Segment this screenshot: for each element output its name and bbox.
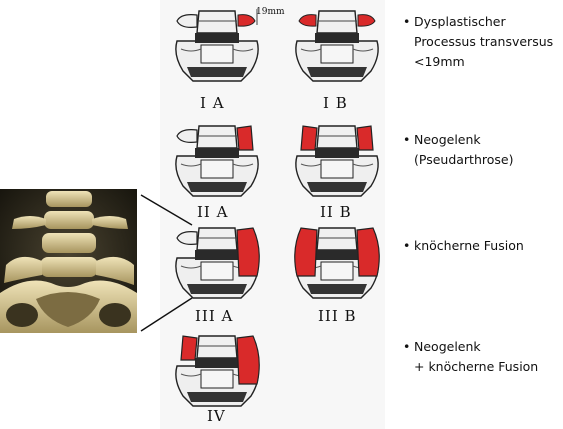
description-type-iv: • Neogelenk + knöcherne Fusion: [403, 337, 538, 377]
diagram-type-iiib: [294, 227, 380, 299]
label-type-iiia: III A: [195, 307, 233, 325]
label-type-ib: I B: [323, 94, 348, 112]
diagram-type-ia: [175, 9, 259, 82]
measurement-label: 19mm: [256, 7, 285, 17]
description-type-i: • Dysplastischer Processus transversus <…: [403, 12, 553, 72]
label-type-ia: I A: [200, 94, 225, 112]
description-text: Neogelenk + knöcherne Fusion: [414, 339, 539, 374]
description-type-iii: • knöcherne Fusion: [403, 236, 524, 256]
pointer-line-lower: [140, 297, 193, 332]
label-type-iib: II B: [320, 203, 352, 221]
description-type-ii: • Neogelenk (Pseudarthrose): [403, 130, 513, 170]
diagram-type-iiia: [175, 227, 260, 299]
bullet-icon: •: [403, 14, 411, 29]
description-text: Dysplastischer Processus transversus <19…: [414, 14, 554, 69]
diagram-type-iv: [175, 335, 260, 407]
description-text: Neogelenk (Pseudarthrose): [414, 132, 514, 167]
bullet-icon: •: [403, 132, 411, 147]
diagram-type-iib: [295, 125, 379, 197]
label-type-iv: IV: [207, 407, 226, 425]
pointer-line-upper: [140, 194, 193, 226]
bullet-icon: •: [403, 238, 411, 253]
bullet-icon: •: [403, 339, 411, 354]
ct-scan-image: [0, 189, 137, 333]
label-type-iiib: III B: [318, 307, 357, 325]
diagram-type-iia: [175, 125, 259, 197]
description-text: knöcherne Fusion: [414, 238, 524, 253]
label-type-iia: II A: [197, 203, 228, 221]
diagram-type-ib: [295, 10, 379, 82]
